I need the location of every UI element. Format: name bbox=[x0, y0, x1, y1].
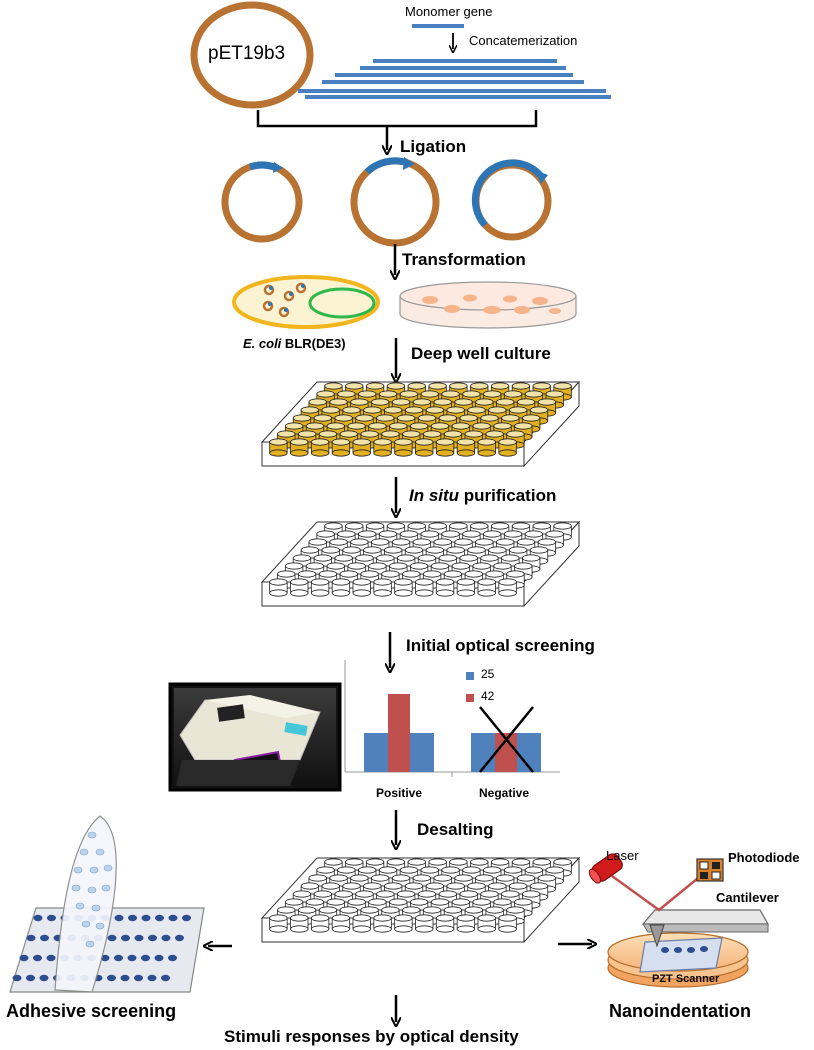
screening-chart bbox=[344, 660, 560, 777]
ecoli-cell bbox=[232, 275, 380, 329]
desalting-plate bbox=[260, 856, 581, 944]
adhesive-slide bbox=[9, 815, 205, 993]
legend-swatch-25 bbox=[466, 672, 474, 680]
in-situ-label: In situ purification bbox=[409, 486, 556, 506]
legend-label-25: 25 bbox=[481, 667, 495, 681]
bar-42-positive bbox=[388, 694, 410, 772]
stimuli-label: Stimuli responses by optical density bbox=[224, 1027, 519, 1046]
concatemerization-label: Concatemerization bbox=[469, 33, 578, 48]
gene-fragments bbox=[298, 24, 611, 99]
transformation-label: Transformation bbox=[402, 250, 526, 269]
cantilever-label: Cantilever bbox=[716, 890, 779, 905]
monomer-gene-label: Monomer gene bbox=[405, 4, 493, 19]
legend-swatch-42 bbox=[466, 694, 474, 702]
legend-label-42: 42 bbox=[481, 689, 495, 703]
pzt-scanner-label: PZT Scanner bbox=[652, 973, 720, 985]
initial-screening-label: Initial optical screening bbox=[406, 636, 595, 655]
laser-label: Laser bbox=[606, 848, 639, 863]
recombinant-plasmids bbox=[221, 157, 552, 247]
deep-well-label: Deep well culture bbox=[411, 344, 551, 363]
bar-42-negative bbox=[495, 733, 517, 772]
ligation-label: Ligation bbox=[400, 137, 467, 156]
in-situ-italic: In situ bbox=[409, 486, 460, 505]
plate-reader-photo bbox=[168, 682, 342, 792]
deep-well-plate bbox=[260, 380, 581, 468]
ecoli-italic: E. coli bbox=[243, 336, 282, 351]
nanoindentation-label: Nanoindentation bbox=[609, 1001, 751, 1021]
ecoli-label: E. coli BLR(DE3) bbox=[243, 336, 346, 351]
plasmid-label: pET19b3 bbox=[208, 43, 286, 64]
photodiode-label: Photodiode bbox=[728, 850, 800, 865]
category-positive: Positive bbox=[376, 786, 423, 800]
in-situ-rest: purification bbox=[459, 486, 557, 505]
purification-plate bbox=[260, 520, 581, 608]
plasmid-pet19b3 bbox=[190, 1, 314, 109]
ecoli-strain: BLR(DE3) bbox=[281, 336, 346, 351]
negative-cross bbox=[479, 706, 534, 773]
ligation-bracket bbox=[256, 110, 538, 150]
nanoindentation-setup bbox=[588, 853, 770, 988]
desalting-label: Desalting bbox=[417, 820, 494, 839]
adhesive-screening-label: Adhesive screening bbox=[6, 1001, 177, 1021]
petri-dish bbox=[399, 281, 577, 329]
category-negative: Negative bbox=[479, 786, 530, 800]
